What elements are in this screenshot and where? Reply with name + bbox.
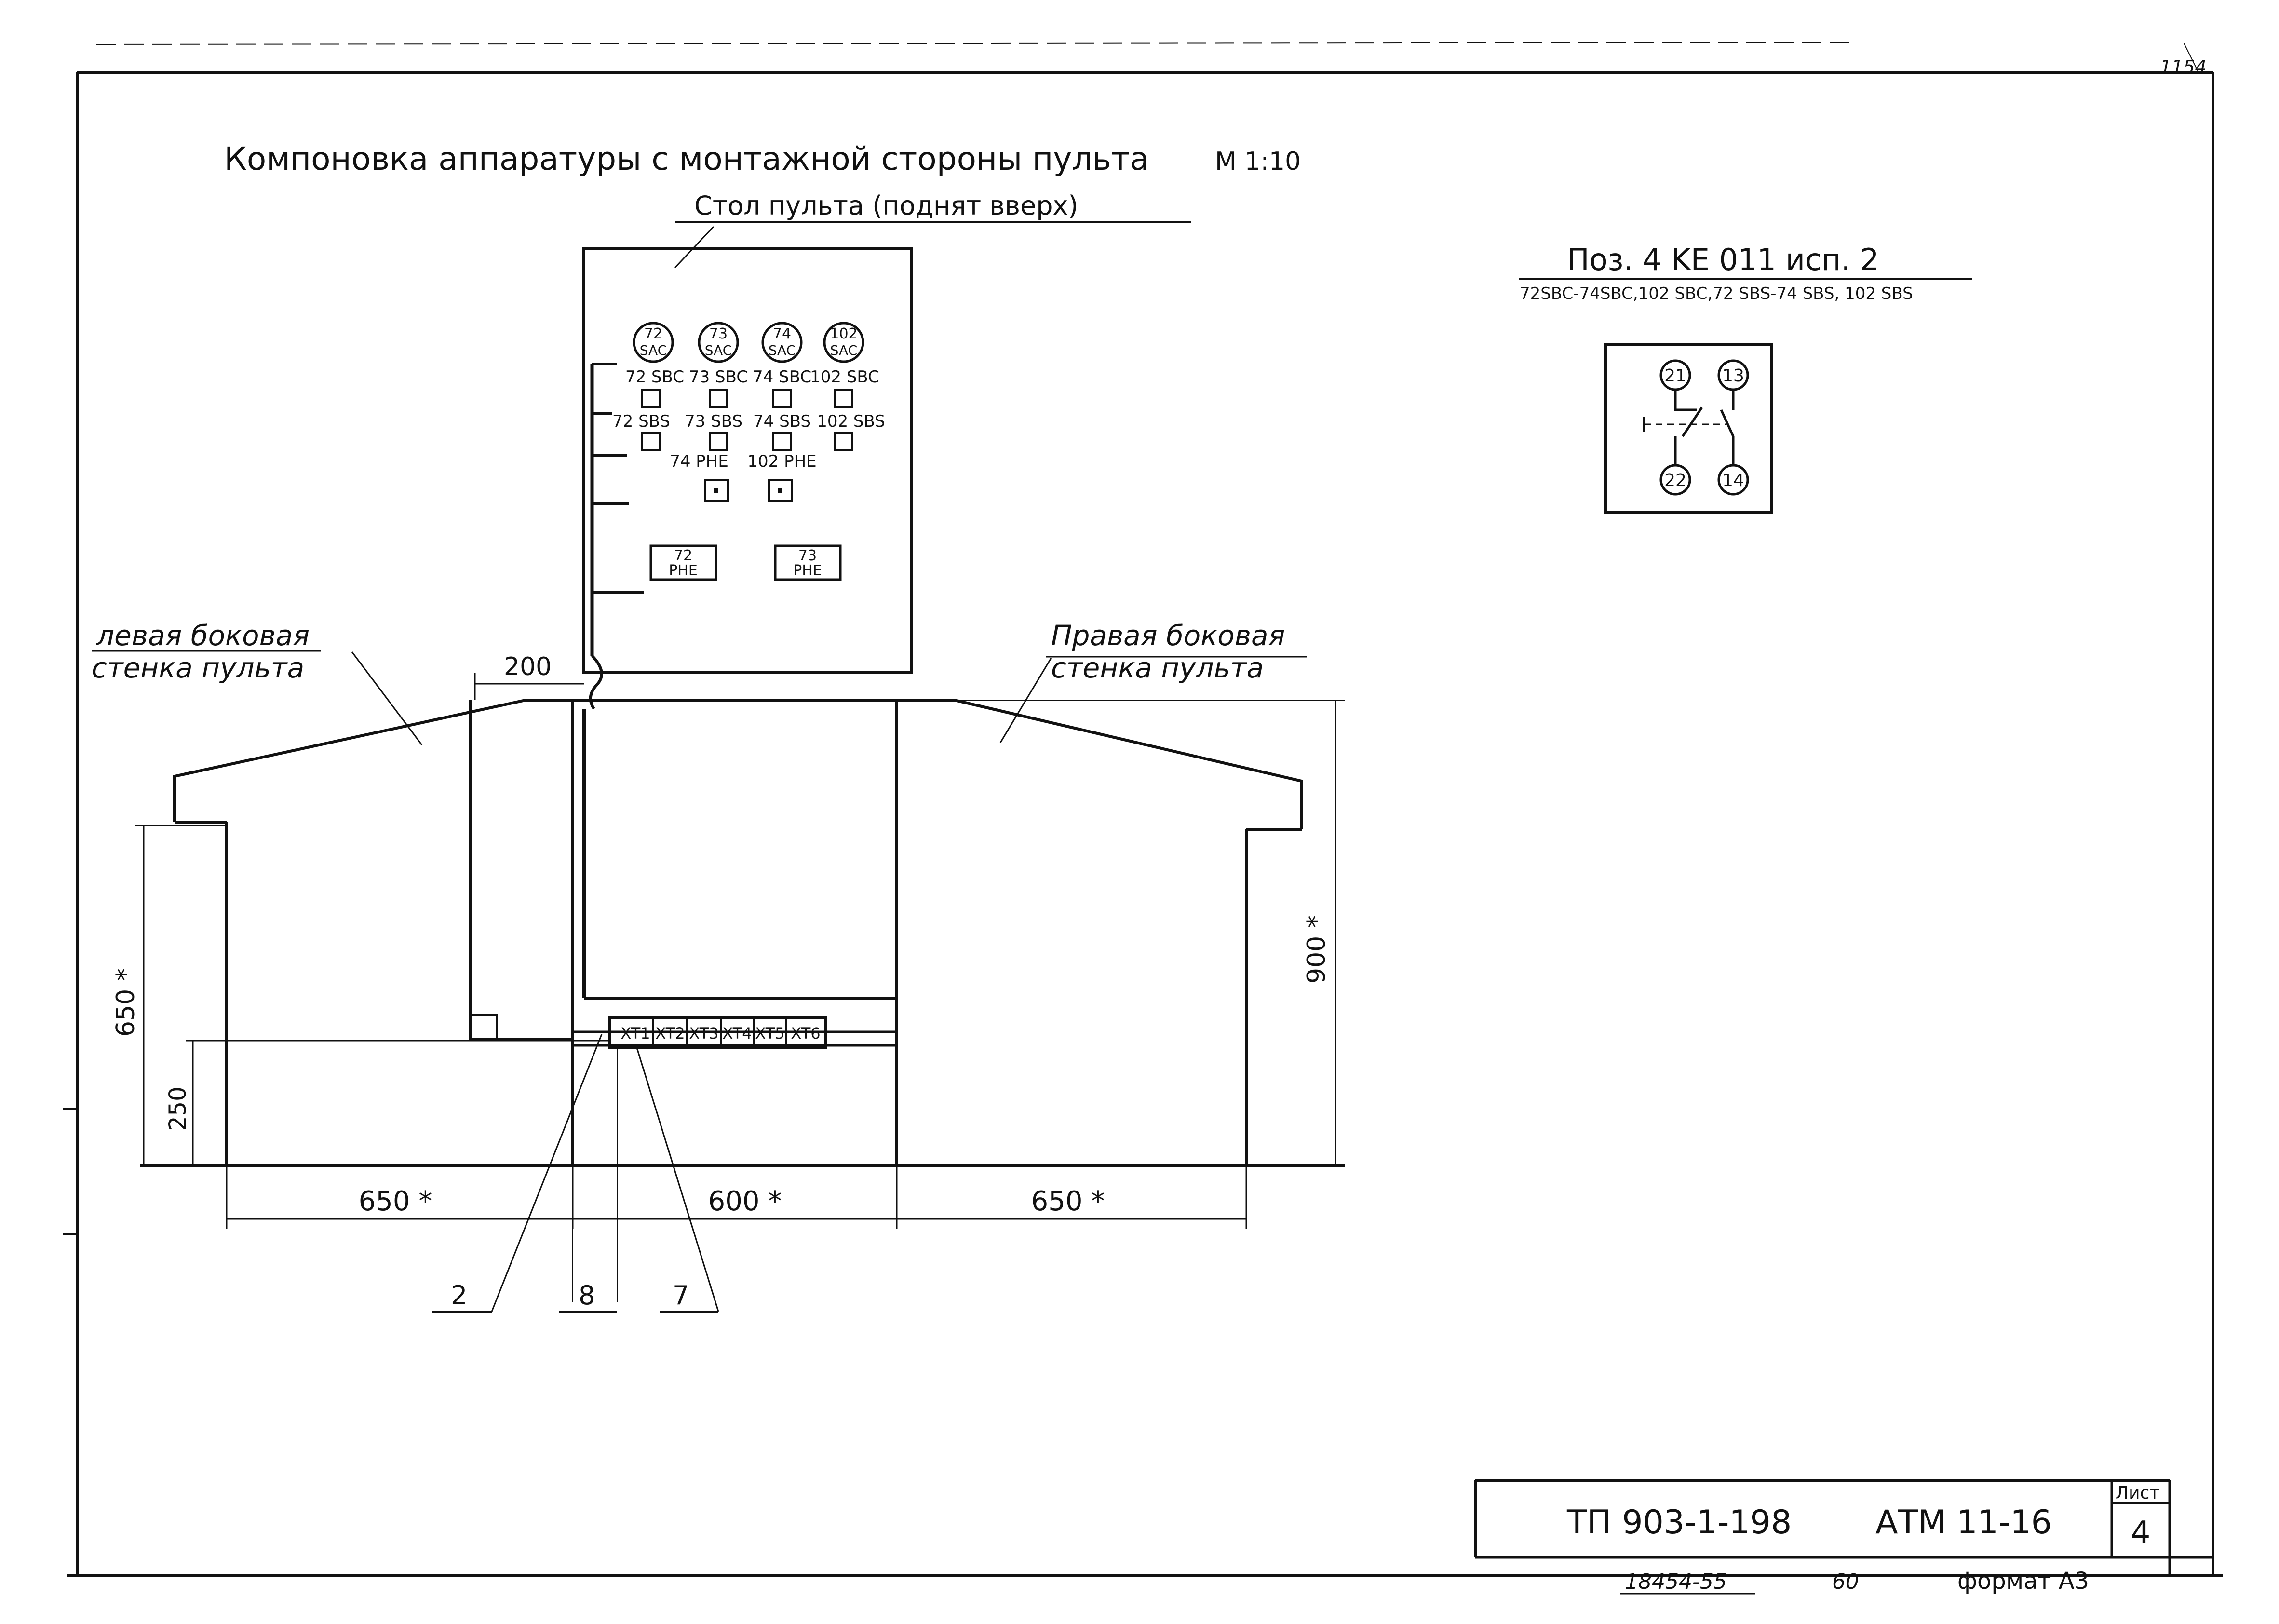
terminal-block-label: XT4 bbox=[722, 1024, 752, 1042]
switch-number: 72 bbox=[644, 325, 662, 342]
dimension-bottom-right: 650 * bbox=[1031, 1186, 1105, 1217]
button-label: 102 SBS bbox=[817, 412, 885, 431]
drawing-title: Компоновка аппаратуры с монтажной сторон… bbox=[224, 140, 1149, 177]
pushbutton bbox=[834, 432, 853, 451]
sheet-label: Лист bbox=[2116, 1483, 2159, 1503]
button-label: 74 SBC bbox=[753, 367, 811, 387]
terminal-21: 21 bbox=[1664, 366, 1686, 386]
terminal-block-label: XT6 bbox=[791, 1024, 820, 1042]
switch-circle: 102 SAC bbox=[823, 322, 864, 363]
table-label: Стол пульта (поднят вверх) bbox=[694, 190, 1079, 221]
dimension-right-height: 900 * bbox=[1302, 915, 1331, 984]
terminal-13: 13 bbox=[1722, 366, 1744, 386]
dimension-inner-height: 250 bbox=[164, 1086, 191, 1131]
pushbutton bbox=[772, 432, 792, 451]
inventory-number: 18454-55 bbox=[1625, 1570, 1727, 1594]
lamp-block-number: 72 bbox=[674, 547, 692, 564]
lamp-label: 74 PHE bbox=[670, 452, 728, 471]
button-label: 102 SBC bbox=[810, 367, 879, 387]
switch-circle: 72 SAC bbox=[633, 322, 674, 363]
pushbutton bbox=[641, 432, 661, 451]
title-block bbox=[1474, 1479, 2213, 1576]
console-table-panel bbox=[582, 247, 913, 710]
signal-lamp bbox=[704, 479, 729, 502]
contact-detail-subtitle: 72SBC-74SBC,102 SBC,72 SBS-74 SBS, 102 S… bbox=[1520, 284, 1913, 303]
sheet-frame bbox=[63, 42, 2223, 1577]
dimension-top-gap: 200 bbox=[504, 652, 552, 681]
switch-type: SAC bbox=[830, 342, 858, 358]
title-block-sheet-code: АТМ 11-16 bbox=[1875, 1503, 2052, 1542]
dimension-lines bbox=[135, 673, 1345, 1302]
lamp-block: 72 PHE bbox=[649, 544, 717, 581]
callout-8: 8 bbox=[579, 1280, 595, 1311]
signal-lamp bbox=[768, 479, 793, 502]
left-wall-label-line2: стенка пульта bbox=[92, 651, 304, 684]
contact-detail-title: Поз. 4 KE 011 исп. 2 bbox=[1567, 242, 1879, 277]
terminal-block-label: XT2 bbox=[655, 1024, 685, 1042]
lamp-label: 102 PHE bbox=[747, 452, 816, 471]
callout-2: 2 bbox=[451, 1280, 467, 1311]
switch-circle: 73 SAC bbox=[698, 322, 739, 363]
callout-leaders bbox=[432, 1034, 719, 1313]
sheet-number: 4 bbox=[2131, 1515, 2151, 1551]
pushbutton bbox=[772, 389, 792, 408]
callout-7: 7 bbox=[673, 1280, 689, 1311]
terminal-block-label: XT1 bbox=[620, 1024, 650, 1042]
contact-detail-box: 21 13 22 14 bbox=[1604, 343, 1773, 514]
switch-number: 102 bbox=[830, 325, 857, 342]
switch-type: SAC bbox=[769, 342, 796, 358]
pushbutton bbox=[834, 389, 853, 408]
pushbutton bbox=[709, 389, 728, 408]
terminal-22: 22 bbox=[1664, 471, 1686, 490]
terminal-14: 14 bbox=[1722, 471, 1744, 490]
switch-number: 74 bbox=[773, 325, 791, 342]
lamp-block-number: 73 bbox=[798, 547, 817, 564]
switch-type: SAC bbox=[705, 342, 732, 358]
button-label: 73 SBC bbox=[689, 367, 748, 387]
terminal-block-label: XT5 bbox=[755, 1024, 784, 1042]
title-block-code: ТП 903-1-198 bbox=[1566, 1503, 1792, 1542]
switch-type: SAC bbox=[640, 342, 667, 358]
left-wall-label-line1: левая боковая bbox=[96, 619, 310, 652]
terminal-block-label: XT3 bbox=[689, 1024, 718, 1042]
paper-format: формат А3 bbox=[1957, 1568, 2089, 1595]
copy-number: 60 bbox=[1832, 1570, 1859, 1594]
button-label: 74 SBS bbox=[753, 412, 811, 431]
dimension-left-height: 650 * bbox=[111, 968, 140, 1037]
page-corner-number: 1154 bbox=[2160, 56, 2207, 78]
console-outline bbox=[140, 699, 1345, 1167]
button-label: 72 SBC bbox=[625, 367, 684, 387]
dimension-bottom-left: 650 * bbox=[359, 1186, 432, 1217]
button-label: 72 SBS bbox=[612, 412, 670, 431]
drawing-scale: М 1:10 bbox=[1215, 147, 1301, 176]
switch-number: 73 bbox=[709, 325, 728, 342]
lamp-block-type: PHE bbox=[793, 562, 822, 579]
lamp-block-type: PHE bbox=[669, 562, 698, 579]
switch-circle: 74 SAC bbox=[761, 322, 803, 363]
pushbutton bbox=[641, 389, 661, 408]
lamp-block: 73 PHE bbox=[774, 544, 842, 581]
pushbutton bbox=[709, 432, 728, 451]
dimension-bottom-center: 600 * bbox=[708, 1186, 782, 1217]
button-label: 73 SBS bbox=[685, 412, 742, 431]
right-wall-label-line1: Правая боковая bbox=[1051, 619, 1285, 652]
terminal-strip: XT1 XT2 XT3 XT4 XT5 XT6 bbox=[608, 1016, 827, 1049]
